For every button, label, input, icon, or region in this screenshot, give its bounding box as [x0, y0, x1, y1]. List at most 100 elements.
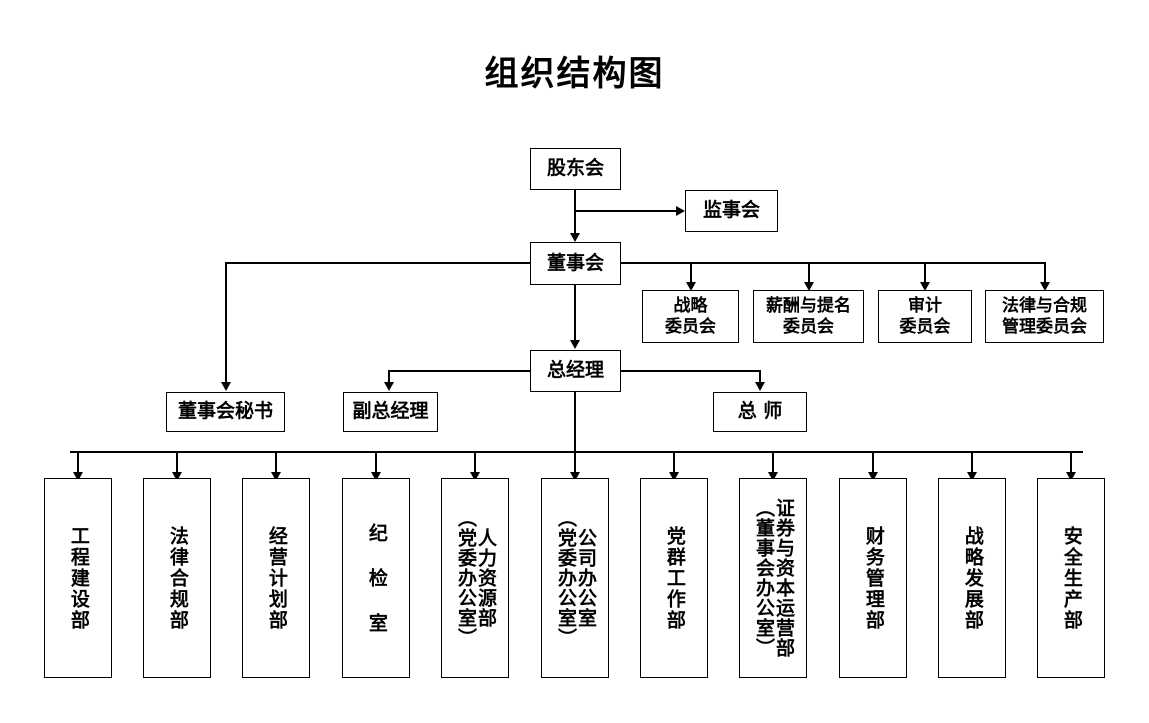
connector-board-committee-drop-1	[690, 262, 692, 284]
connector-gm-trunk	[574, 392, 576, 474]
node-deputy-general-manager[interactable]: 副总经理	[343, 392, 438, 432]
department-discipline-inspection[interactable]: 纪 检 室	[342, 478, 410, 678]
connector-department-drop-2	[176, 451, 178, 474]
committee-label-line2: 管理委员会	[1002, 316, 1087, 337]
node-board-of-directors[interactable]: 董事会	[530, 242, 621, 285]
connector-board-to-secretary-horizontal	[226, 262, 531, 264]
committee-label-line1: 法律与合规	[1002, 296, 1087, 317]
department-company-office[interactable]: （党委办公室） 公司办公室	[541, 478, 609, 678]
node-label: 副总经理	[352, 400, 429, 423]
department-label-paren: （党委办公室）	[455, 508, 477, 648]
arrow-gm-to-chief	[755, 382, 765, 391]
department-label: 公司办公室	[574, 528, 597, 628]
arrow-committee-3	[920, 282, 930, 291]
department-label: 战略发展部	[961, 525, 984, 631]
department-label: 财务管理部	[862, 525, 885, 631]
connector-department-bus	[70, 451, 1083, 453]
department-legal-compliance[interactable]: 法律合规部	[143, 478, 211, 678]
connector-department-drop-1	[77, 451, 79, 474]
arrow-department-2	[172, 472, 182, 481]
committee-label-line2: 委员会	[783, 316, 834, 337]
department-label: 经营计划部	[265, 525, 288, 631]
department-business-planning[interactable]: 经营计划部	[242, 478, 310, 678]
connector-department-drop-6	[574, 451, 576, 474]
arrow-department-1	[73, 472, 83, 481]
arrow-board-to-gm	[570, 340, 580, 349]
arrow-department-11	[1066, 472, 1076, 481]
department-safety-production[interactable]: 安全生产部	[1037, 478, 1105, 678]
connector-department-drop-10	[971, 451, 973, 474]
connector-shareholders-to-supervisors	[574, 210, 676, 212]
arrow-department-5	[470, 472, 480, 481]
arrow-department-8	[768, 472, 778, 481]
node-label: 董事会	[546, 251, 604, 274]
department-strategic-development[interactable]: 战略发展部	[938, 478, 1006, 678]
arrow-committee-1	[686, 282, 696, 291]
department-label: 纪 检 室	[365, 522, 388, 634]
department-label: 人力资源部	[474, 528, 497, 628]
arrow-gm-to-deputy	[384, 382, 394, 391]
arrow-department-10	[967, 472, 977, 481]
connector-department-drop-9	[872, 451, 874, 474]
arrow-department-6	[570, 472, 580, 481]
node-label: 总 师	[737, 400, 783, 423]
committee-strategy[interactable]: 战略 委员会	[642, 290, 739, 343]
committee-label-line2: 委员会	[899, 316, 951, 337]
node-label: 总经理	[546, 359, 604, 382]
node-label: 监事会	[702, 199, 760, 222]
committee-audit[interactable]: 审计 委员会	[878, 290, 972, 343]
department-label: 法律合规部	[166, 525, 189, 631]
department-securities-capital-operation[interactable]: （董事会办公室） 证券与资本运营部	[739, 478, 807, 678]
connector-board-committee-drop-2	[808, 262, 810, 284]
committee-label-line1: 战略	[673, 296, 708, 317]
connector-gm-to-chief-horizontal	[620, 370, 761, 372]
department-party-mass-work[interactable]: 党群工作部	[640, 478, 708, 678]
arrow-committee-2	[804, 282, 814, 291]
committee-compensation-nomination[interactable]: 薪酬与提名 委员会	[753, 290, 864, 343]
connector-board-committee-drop-4	[1044, 262, 1046, 284]
department-engineering-construction[interactable]: 工程建设部	[44, 478, 112, 678]
department-label: 证券与资本运营部	[772, 498, 795, 658]
connector-department-drop-3	[275, 451, 277, 474]
department-label-paren: （董事会办公室）	[753, 498, 775, 658]
arrow-shareholders-to-supervisors	[676, 206, 685, 216]
connector-department-drop-11	[1070, 451, 1072, 474]
connector-department-drop-4	[375, 451, 377, 474]
connector-department-drop-7	[673, 451, 675, 474]
committee-label-line1: 薪酬与提名	[766, 296, 851, 317]
node-board-of-supervisors[interactable]: 监事会	[685, 190, 778, 232]
connector-department-drop-8	[772, 451, 774, 474]
arrow-department-3	[271, 472, 281, 481]
department-label: 工程建设部	[67, 525, 90, 631]
committee-label-line2: 委员会	[665, 316, 716, 337]
connector-department-drop-5	[474, 451, 476, 474]
node-chief-engineer[interactable]: 总 师	[713, 392, 807, 432]
connector-board-committee-drop-3	[924, 262, 926, 284]
arrow-shareholders-to-board	[570, 233, 580, 242]
committee-legal-compliance-management[interactable]: 法律与合规 管理委员会	[985, 290, 1104, 343]
department-financial-management[interactable]: 财务管理部	[839, 478, 907, 678]
connector-shareholders-to-board	[574, 190, 576, 234]
connector-gm-to-chief-vertical	[759, 370, 761, 383]
arrow-committee-4	[1040, 282, 1050, 291]
department-human-resources[interactable]: （党委办公室） 人力资源部	[441, 478, 509, 678]
node-label: 股东会	[546, 157, 604, 180]
node-shareholders-meeting[interactable]: 股东会	[530, 148, 621, 190]
connector-gm-to-deputy-vertical	[388, 370, 390, 383]
arrow-department-7	[669, 472, 679, 481]
connector-gm-to-deputy-horizontal	[389, 370, 531, 372]
connector-board-committee-bus	[620, 262, 1045, 264]
committee-label-line1: 审计	[908, 296, 942, 317]
node-board-secretary[interactable]: 董事会秘书	[166, 392, 285, 432]
department-label: 安全生产部	[1060, 525, 1083, 631]
arrow-department-9	[868, 472, 878, 481]
page-title: 组织结构图	[484, 54, 665, 94]
connector-board-to-secretary-vertical	[225, 262, 227, 383]
node-general-manager[interactable]: 总经理	[530, 350, 621, 392]
node-label: 董事会秘书	[177, 400, 273, 423]
department-label: 党群工作部	[663, 525, 686, 631]
connector-board-to-gm	[574, 285, 576, 341]
department-label-paren: （党委办公室）	[555, 508, 577, 648]
arrow-department-4	[371, 472, 381, 481]
